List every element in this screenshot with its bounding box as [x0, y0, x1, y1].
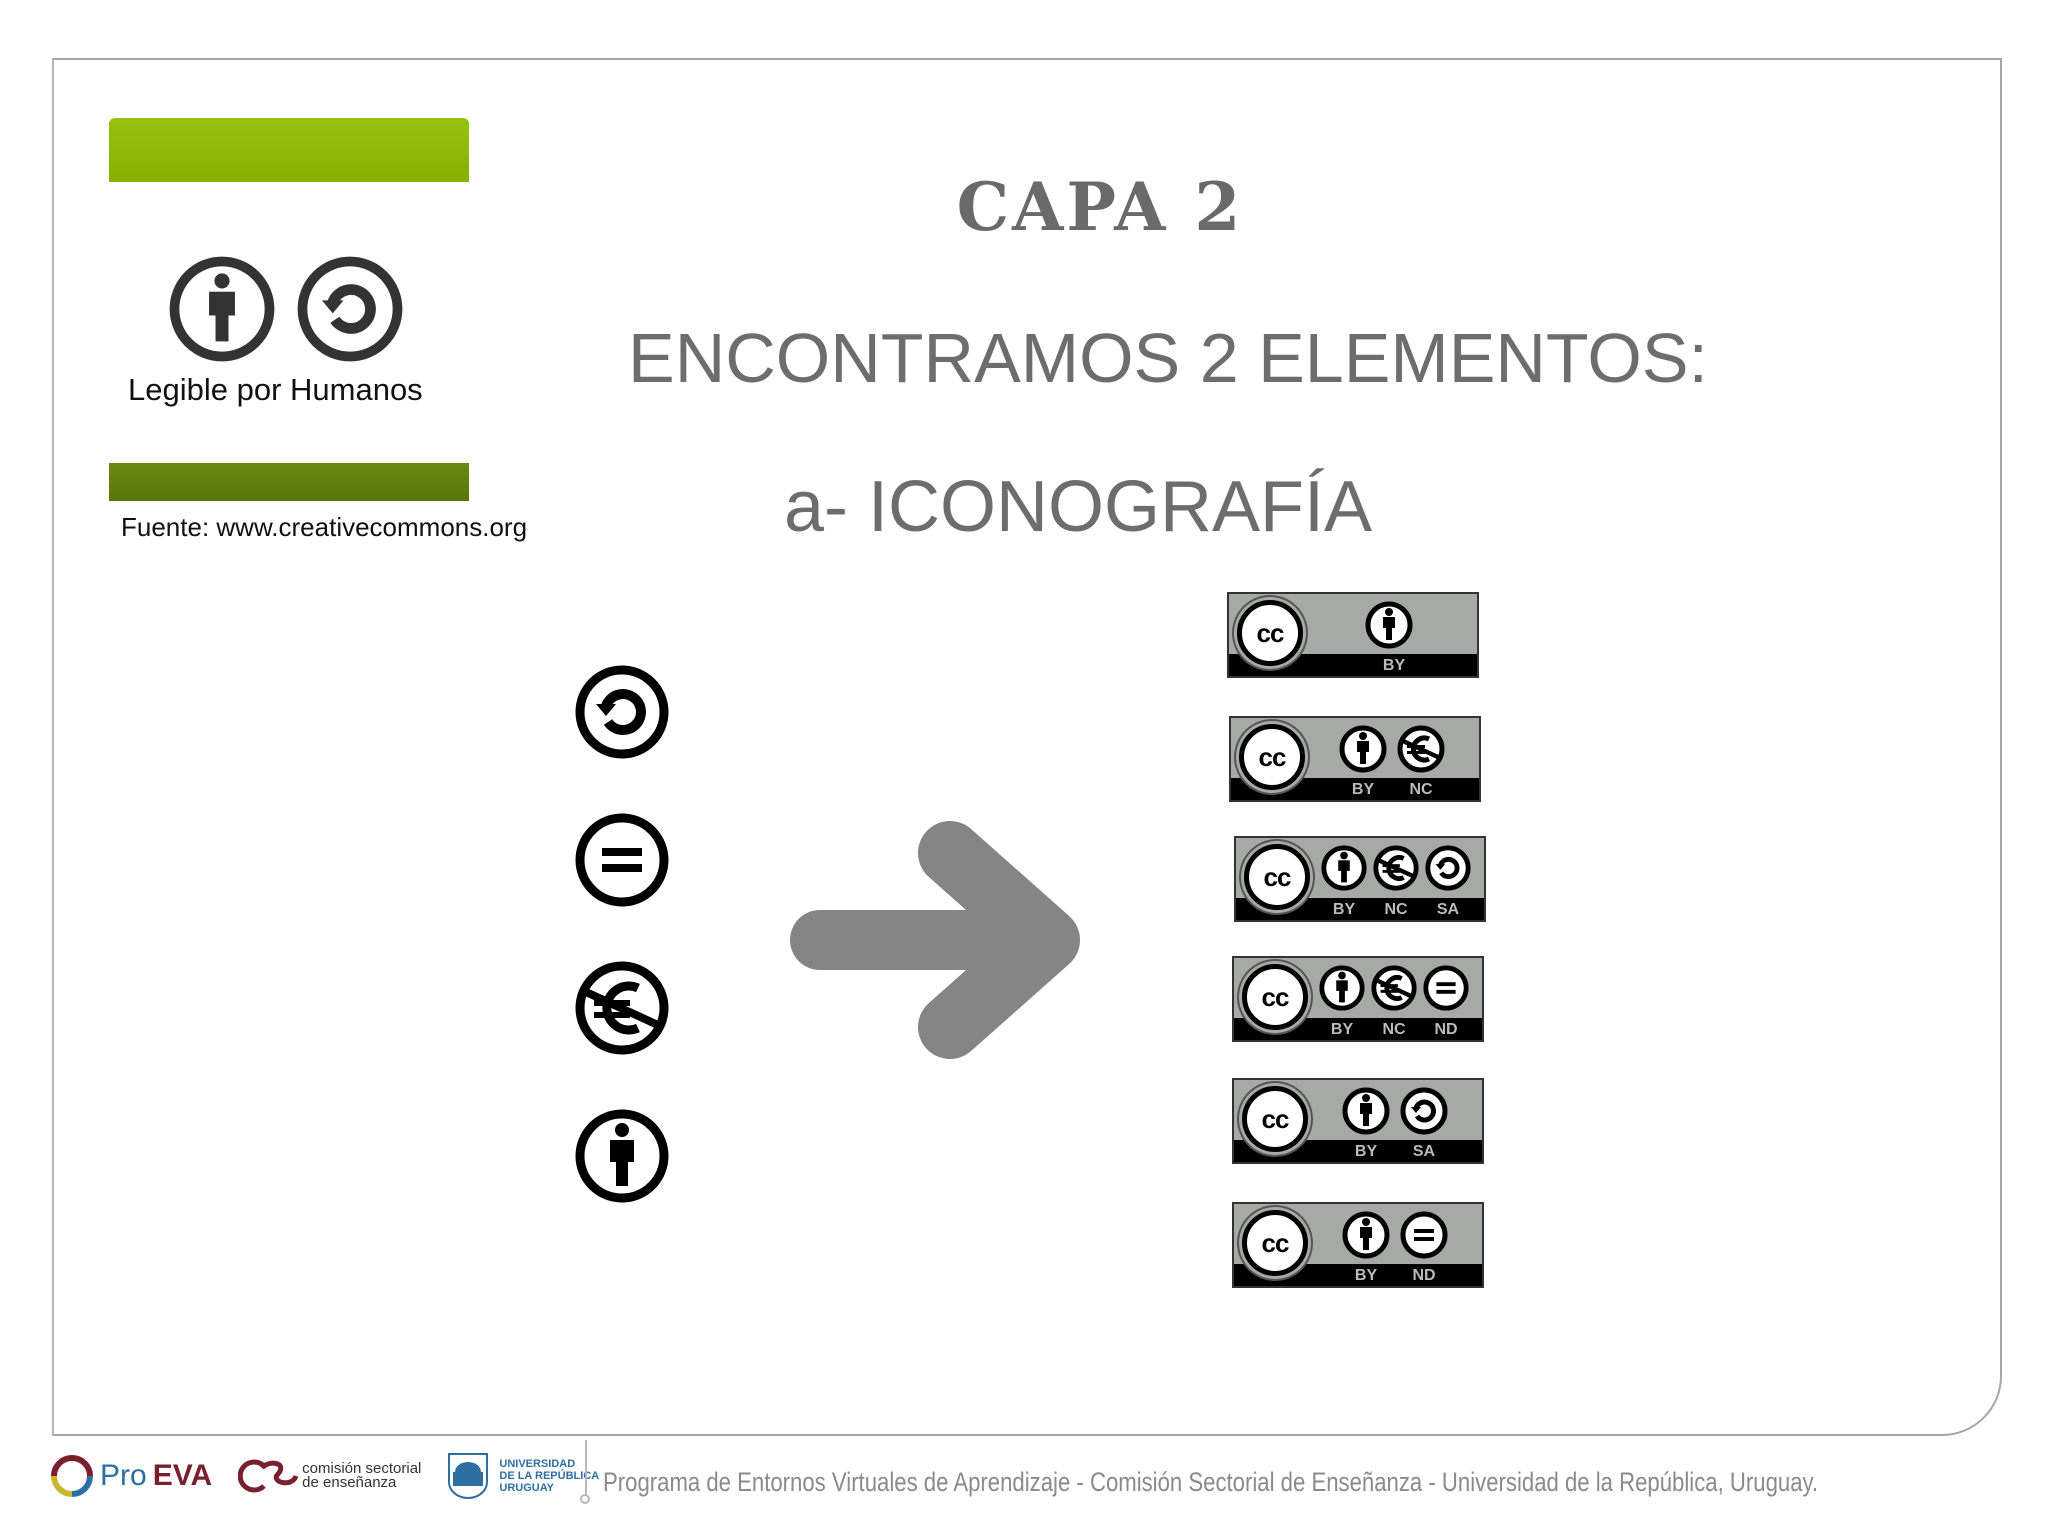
slide-title: CAPA 2 [956, 168, 1244, 246]
element-icons-column [572, 662, 672, 1206]
license-label: BY [1330, 1021, 1354, 1038]
cc-icon: cc [1242, 964, 1308, 1030]
license-label: NC [1382, 1021, 1406, 1038]
license-label: ND [1434, 1021, 1458, 1038]
udelar-line3: URUGUAY [499, 1482, 554, 1494]
non-commercial-icon [1373, 845, 1419, 891]
license-label: BY [1382, 657, 1406, 674]
license-label: SA [1412, 1143, 1436, 1160]
non-commercial-icon [575, 961, 669, 1055]
license-label: BY [1351, 781, 1375, 798]
footer-text: Programa de Entornos Virtuales de Aprend… [603, 1467, 1819, 1497]
attribution-icon [1365, 601, 1413, 649]
slide-point: a- ICONOGRAFÍA [784, 467, 1373, 547]
license-badge-by-nc-sa: cc BY NC SA [1234, 836, 1486, 922]
no-derivatives-icon [1400, 1211, 1448, 1259]
non-commercial-icon [1397, 725, 1445, 773]
share-alike-icon [1425, 845, 1471, 891]
cc-icon: cc [1237, 600, 1303, 666]
license-badge-by-nd: cc BY ND [1232, 1202, 1484, 1288]
license-label: NC [1409, 781, 1433, 798]
attribution-icon [1342, 1087, 1390, 1135]
cc-icon: cc [1242, 1210, 1308, 1276]
attribution-icon [1321, 845, 1367, 891]
cc-icon: cc [1239, 724, 1305, 790]
cc-icon: cc [1242, 1086, 1308, 1152]
green-bar-bottom [109, 463, 469, 501]
no-derivatives-icon [1423, 965, 1469, 1011]
license-label: ND [1412, 1267, 1436, 1284]
cse-line2: de enseñanza [302, 1474, 397, 1491]
udelar-shield-icon [448, 1453, 489, 1499]
cse-logo-icon [238, 1459, 299, 1493]
slide-frame [52, 58, 2002, 1436]
udelar-line1: UNIVERSIDAD [499, 1458, 576, 1470]
attribution-icon [169, 256, 275, 362]
attribution-icon [1342, 1211, 1390, 1259]
source-caption: Fuente: www.creativecommons.org [121, 512, 528, 542]
share-alike-icon [575, 665, 669, 759]
human-readable-icons [168, 255, 404, 363]
attribution-icon [575, 1109, 669, 1203]
share-alike-icon [297, 256, 403, 362]
license-badge-by-sa: cc BY SA [1232, 1078, 1484, 1164]
proeva-pro-text: Pro [100, 1459, 147, 1492]
non-commercial-icon [1371, 965, 1417, 1011]
license-label: SA [1436, 901, 1460, 918]
slide-subtitle: ENCONTRAMOS 2 ELEMENTOS: [628, 319, 1709, 397]
udelar-line2: DE LA REPÚBLICA [499, 1470, 600, 1482]
license-label: BY [1332, 901, 1356, 918]
cse-line1: comisión sectorial [302, 1460, 422, 1477]
license-badge-by-nc: cc BY NC [1229, 716, 1481, 802]
license-badge-by-nc-nd: cc BY NC ND [1232, 956, 1484, 1042]
attribution-icon [1319, 965, 1365, 1011]
license-label: BY [1354, 1267, 1378, 1284]
footer-divider-dot [580, 1494, 590, 1504]
footer-divider [585, 1440, 587, 1498]
no-derivatives-icon [575, 813, 669, 907]
human-readable-label: Legible por Humanos [128, 372, 423, 407]
license-label: NC [1384, 901, 1408, 918]
attribution-icon [1339, 725, 1387, 773]
right-arrow-icon [790, 821, 1080, 1059]
license-label: BY [1354, 1143, 1378, 1160]
green-bar-top [109, 118, 469, 182]
license-badge-by: cc BY [1227, 592, 1479, 678]
proeva-eva-text: EVA [152, 1459, 213, 1492]
cc-icon: cc [1244, 844, 1310, 910]
proeva-logo-icon [51, 1455, 93, 1497]
share-alike-icon [1400, 1087, 1448, 1135]
